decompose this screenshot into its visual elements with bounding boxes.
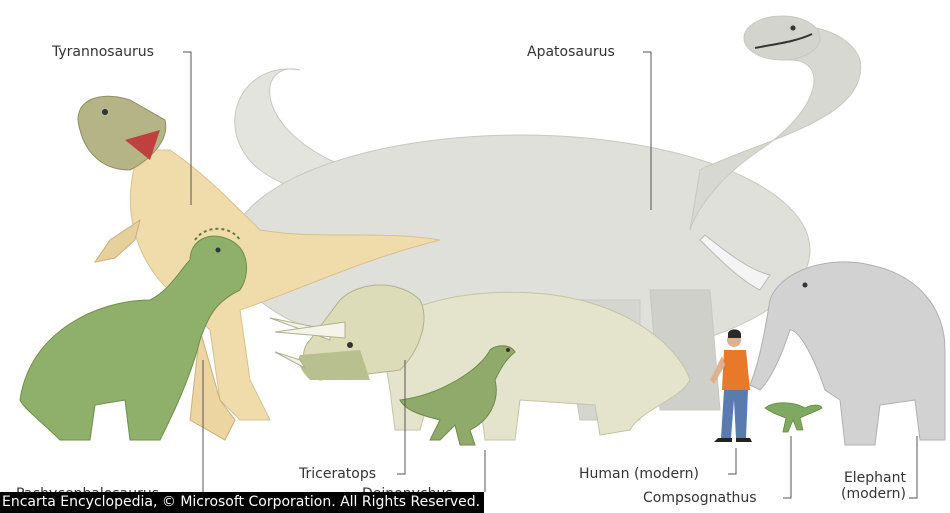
label-triceratops: Triceratops (299, 466, 376, 482)
label-elephant: Elephant (modern) (830, 470, 906, 502)
compsognathus-figure (765, 403, 822, 432)
label-elephant-line1: Elephant (830, 470, 906, 486)
copyright-credit: Encarta Encyclopedia, © Microsoft Corpor… (0, 492, 484, 513)
label-tyrannosaurus: Tyrannosaurus (52, 44, 154, 60)
label-elephant-line2: (modern) (830, 486, 906, 502)
leader-elephant (909, 436, 917, 498)
label-human: Human (modern) (579, 466, 699, 482)
label-compsognathus: Compsognathus (643, 490, 757, 506)
leader-compsognathus (783, 436, 791, 498)
label-apatosaurus: Apatosaurus (527, 44, 615, 60)
leader-human (728, 448, 736, 474)
